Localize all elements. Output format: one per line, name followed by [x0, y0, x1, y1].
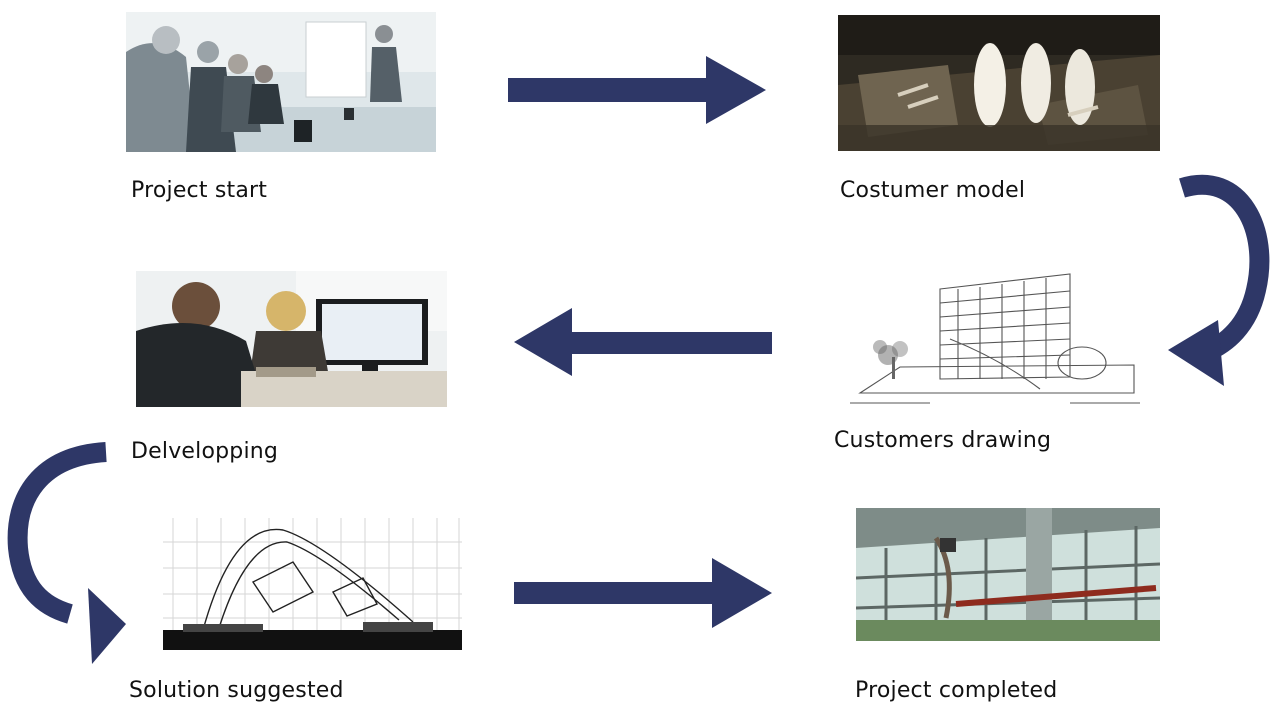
- right-arrow-icon: [514, 558, 772, 628]
- solution-suggested-image: [163, 512, 462, 650]
- costumer-model-image: [838, 15, 1160, 151]
- caption-solution-suggested: Solution suggested: [129, 678, 344, 703]
- delvelopping-image: [136, 271, 447, 407]
- caption-delvelopping: Delvelopping: [131, 439, 279, 464]
- left-arrow-icon: [514, 308, 772, 376]
- caption-costumer-model: Costumer model: [840, 178, 1026, 203]
- project-completed-image: [856, 508, 1160, 641]
- right-arrow-icon: [508, 56, 766, 124]
- caption-customers-drawing: Customers drawing: [834, 428, 1052, 453]
- caption-project-completed: Project completed: [855, 678, 1058, 703]
- curved-arrow-down-left-icon: [7, 442, 126, 664]
- caption-project-start: Project start: [131, 178, 268, 203]
- curved-arrow-down-icon: [1168, 174, 1270, 386]
- project-start-image: [126, 12, 436, 152]
- customers-drawing-image: [840, 269, 1154, 413]
